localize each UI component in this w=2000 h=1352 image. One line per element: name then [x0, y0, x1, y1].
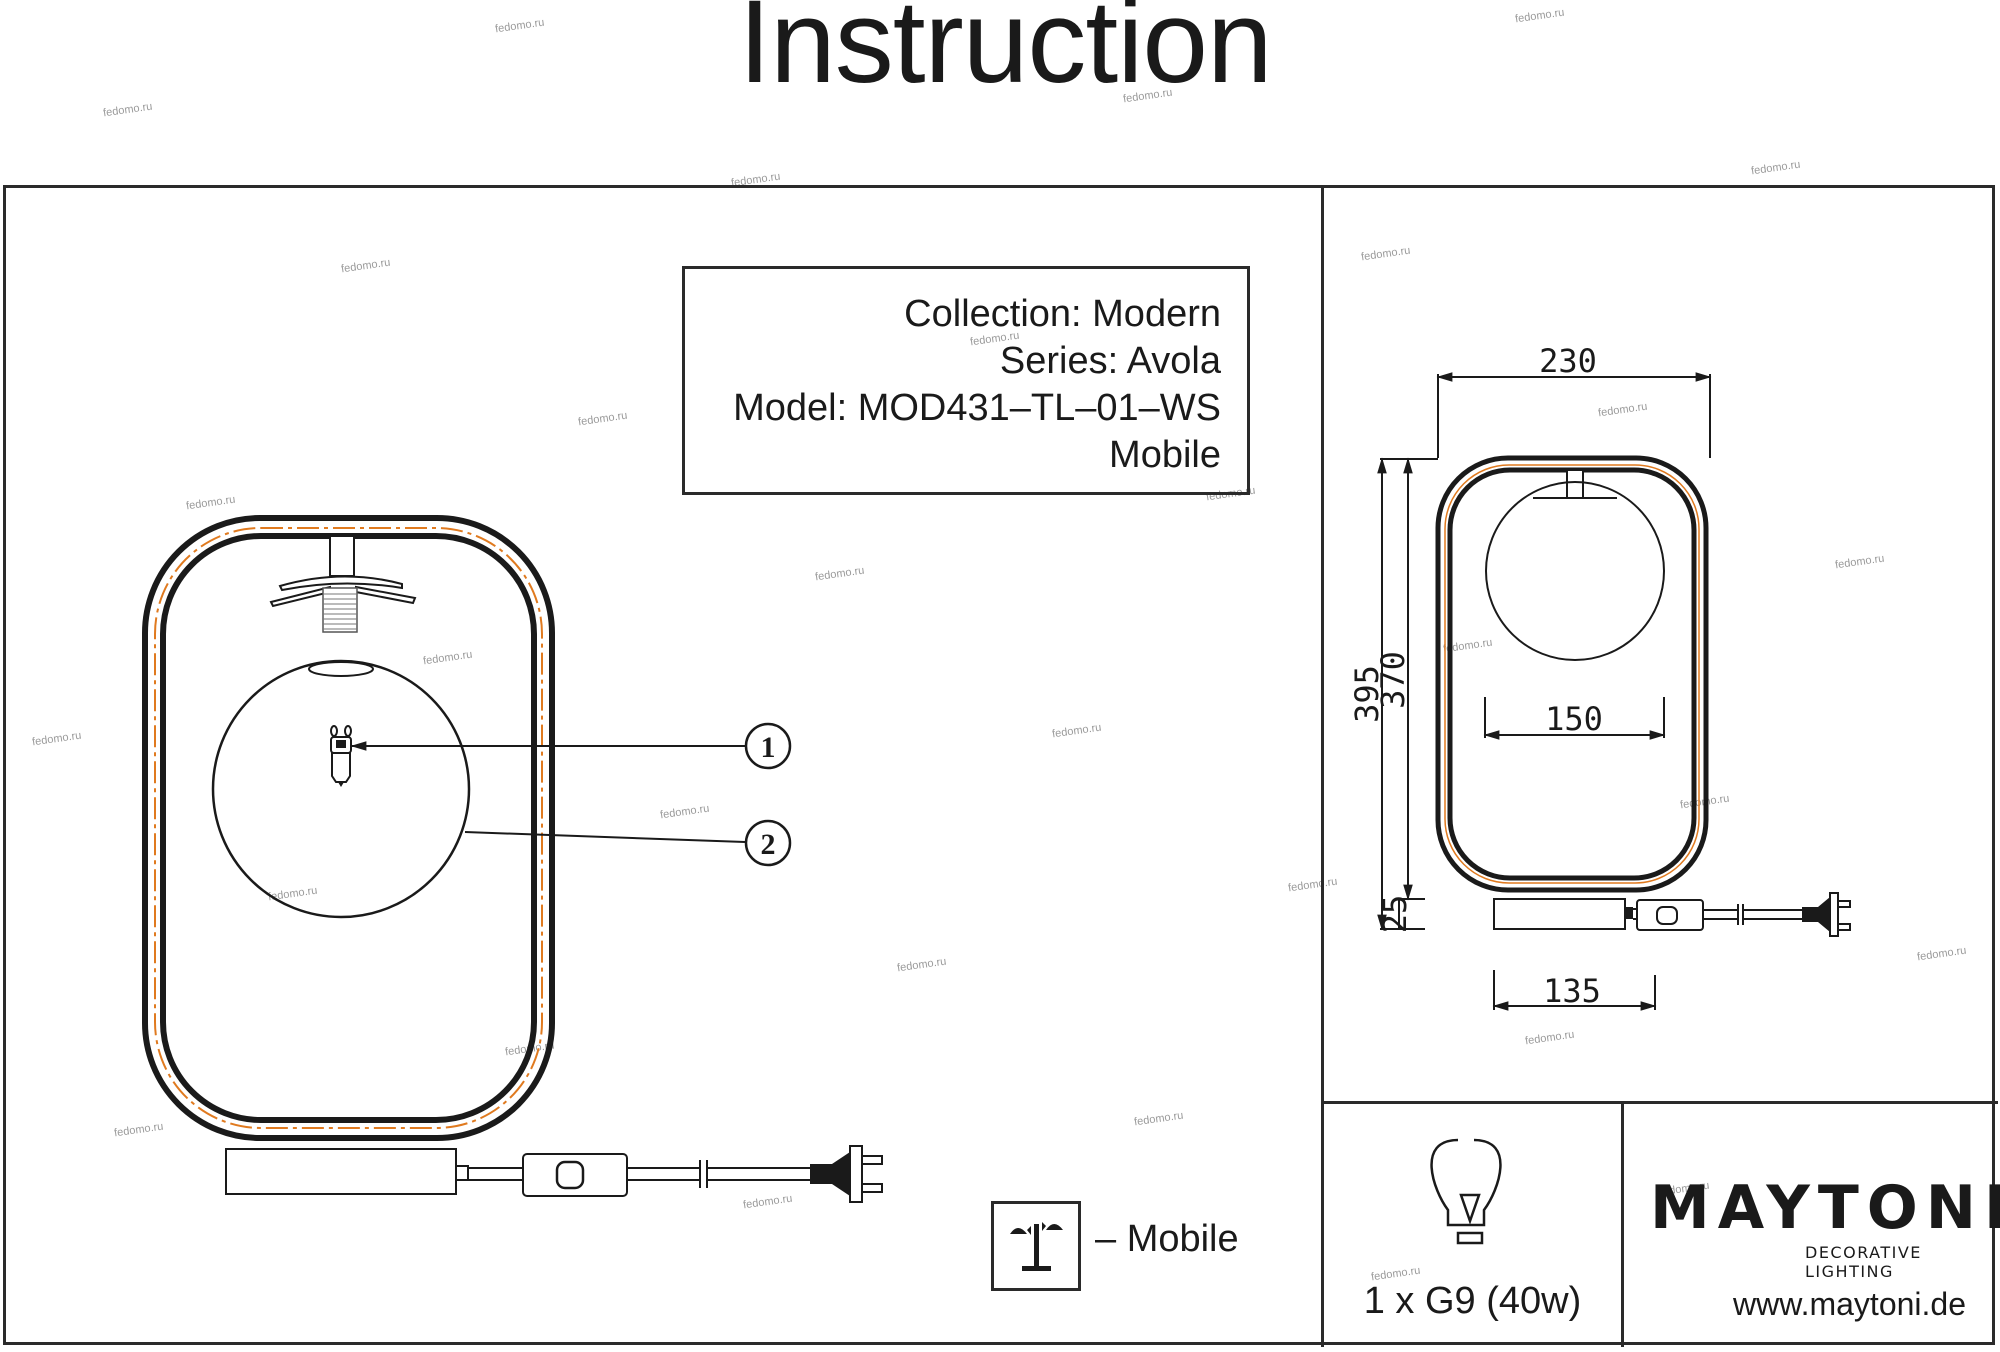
panel-divider-vertical: [1321, 185, 1324, 1347]
frame-accent-line: [154, 527, 543, 1129]
document-title: Instruction: [738, 0, 1272, 108]
panel-divider-horizontal: [1321, 1101, 1998, 1104]
dimension-shade-diameter: 150: [1545, 700, 1603, 738]
glass-shade: [211, 659, 471, 919]
light-bulb-icon: [1430, 1138, 1502, 1245]
lamp-base: [225, 1148, 457, 1195]
g9-bulb: [330, 725, 352, 787]
callout-2: 2: [744, 819, 792, 867]
stem: [329, 535, 355, 577]
callout-1-number: 1: [761, 731, 776, 764]
brand-tagline: DECORATIVE LIGHTING: [1805, 1243, 1922, 1281]
frame-outer: [142, 515, 555, 1141]
document-frame: [3, 185, 1995, 1345]
type-label: Mobile: [1109, 434, 1221, 476]
brand-url-link[interactable]: www.maytoni.de: [1733, 1286, 1966, 1322]
callout-2-number: 2: [761, 828, 776, 861]
dimension-base-height: 25: [1376, 895, 1414, 934]
mobile-legend-label: – Mobile: [1095, 1218, 1239, 1260]
lamp-spec-text: 1 x G9 (40w): [1363, 1280, 1582, 1322]
collection-label: Collection: Modern: [904, 293, 1221, 335]
dimension-height-frame: 370: [1374, 651, 1412, 709]
footer-cell-divider: [1621, 1101, 1624, 1347]
brand-logo: MAYTONI: [1650, 1173, 2000, 1243]
lamp-front-view: [142, 515, 883, 1203]
socket: [322, 587, 358, 633]
mobile-lamp-icon: [1010, 1222, 1063, 1271]
dimension-base-width: 135: [1543, 972, 1601, 1010]
lamp-dimension-view: 230 395 370 25 150 135: [1348, 342, 1851, 1011]
product-info-box: Collection: Modern Series: Avola Model: …: [682, 266, 1250, 495]
mobile-legend-box: [991, 1201, 1081, 1291]
model-label: Model: MOD431–TL–01–WS: [733, 387, 1221, 429]
dimension-height-total: 395: [1348, 665, 1386, 723]
series-label: Series: Avola: [999, 340, 1221, 382]
dimension-width-total: 230: [1539, 342, 1597, 380]
euro-plug: [810, 1145, 883, 1203]
callout-1: 1: [744, 722, 792, 770]
